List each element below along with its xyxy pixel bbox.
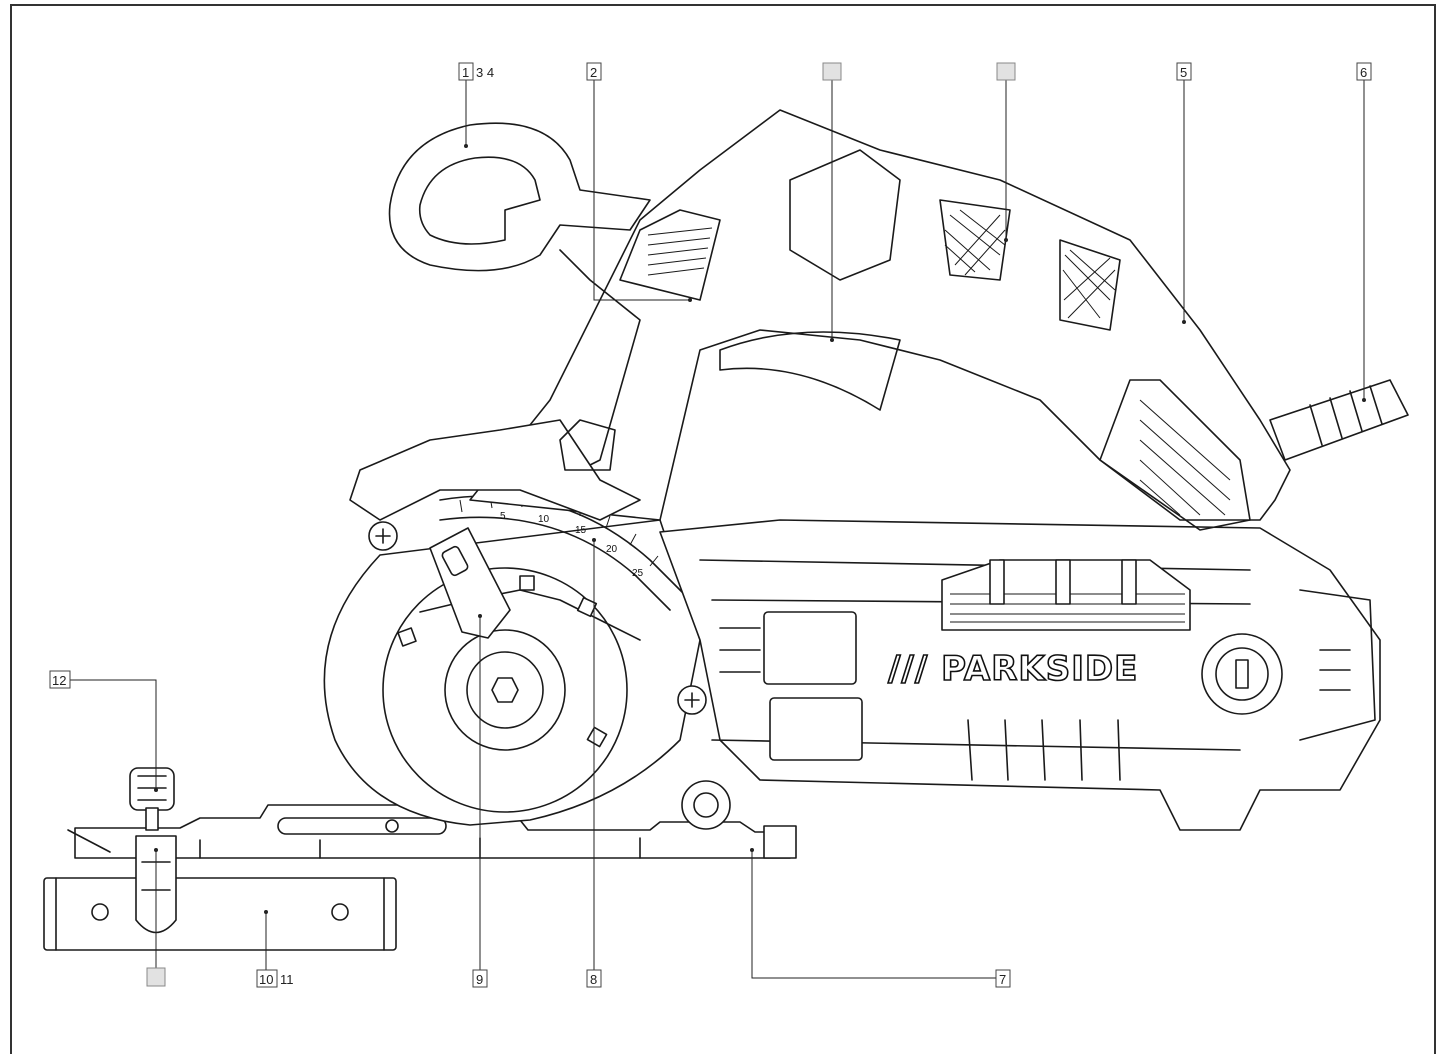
callout-10: 10 11 bbox=[256, 969, 294, 988]
motor-housing: /// PARKSIDE bbox=[659, 519, 1381, 831]
callout-2: 2 bbox=[586, 62, 602, 81]
callout-8: 8 bbox=[586, 969, 602, 988]
page-border bbox=[10, 4, 1436, 1054]
scale-mark-20: 20 bbox=[606, 544, 618, 555]
callout-5: 5 bbox=[1176, 62, 1192, 81]
callout-8-number: 8 bbox=[590, 972, 597, 987]
callout-12: 12 bbox=[49, 670, 71, 689]
base-plate bbox=[67, 804, 797, 859]
callout-4 bbox=[996, 62, 1016, 81]
scale-mark-15: 15 bbox=[575, 525, 587, 536]
parallel-guide bbox=[43, 835, 397, 951]
callout-2-number: 2 bbox=[590, 65, 597, 80]
callout-10-extra: 11 bbox=[280, 972, 294, 987]
callout-3 bbox=[822, 62, 842, 81]
callout-1: 1 3 4 bbox=[458, 62, 494, 81]
callout-1-number: 1 bbox=[462, 65, 469, 80]
callout-leaders bbox=[70, 80, 1366, 979]
scale-mark-10: 10 bbox=[538, 514, 550, 525]
auxiliary-handle bbox=[388, 122, 651, 481]
scale-mark-25: 25 bbox=[632, 568, 644, 579]
callout-11 bbox=[146, 967, 166, 987]
callout-6-number: 6 bbox=[1360, 65, 1367, 80]
main-handle bbox=[469, 109, 1291, 531]
callout-7-number: 7 bbox=[999, 972, 1006, 987]
callout-1-extra: 3 4 bbox=[476, 65, 494, 80]
scale-mark-5: 5 bbox=[500, 511, 506, 522]
locking-knob bbox=[129, 767, 175, 831]
callout-7: 7 bbox=[995, 969, 1011, 988]
brand-logo: /// PARKSIDE bbox=[888, 649, 1138, 689]
callout-9: 9 bbox=[472, 969, 488, 988]
callout-12-number: 12 bbox=[52, 673, 66, 688]
power-cable bbox=[1269, 379, 1409, 461]
callout-9-number: 9 bbox=[476, 972, 483, 987]
callout-10-number: 10 bbox=[259, 972, 273, 987]
depth-lever bbox=[368, 521, 707, 715]
callout-5-number: 5 bbox=[1180, 65, 1187, 80]
front-housing bbox=[349, 209, 721, 521]
callout-6: 6 bbox=[1356, 62, 1372, 81]
blade-guard bbox=[323, 519, 731, 830]
